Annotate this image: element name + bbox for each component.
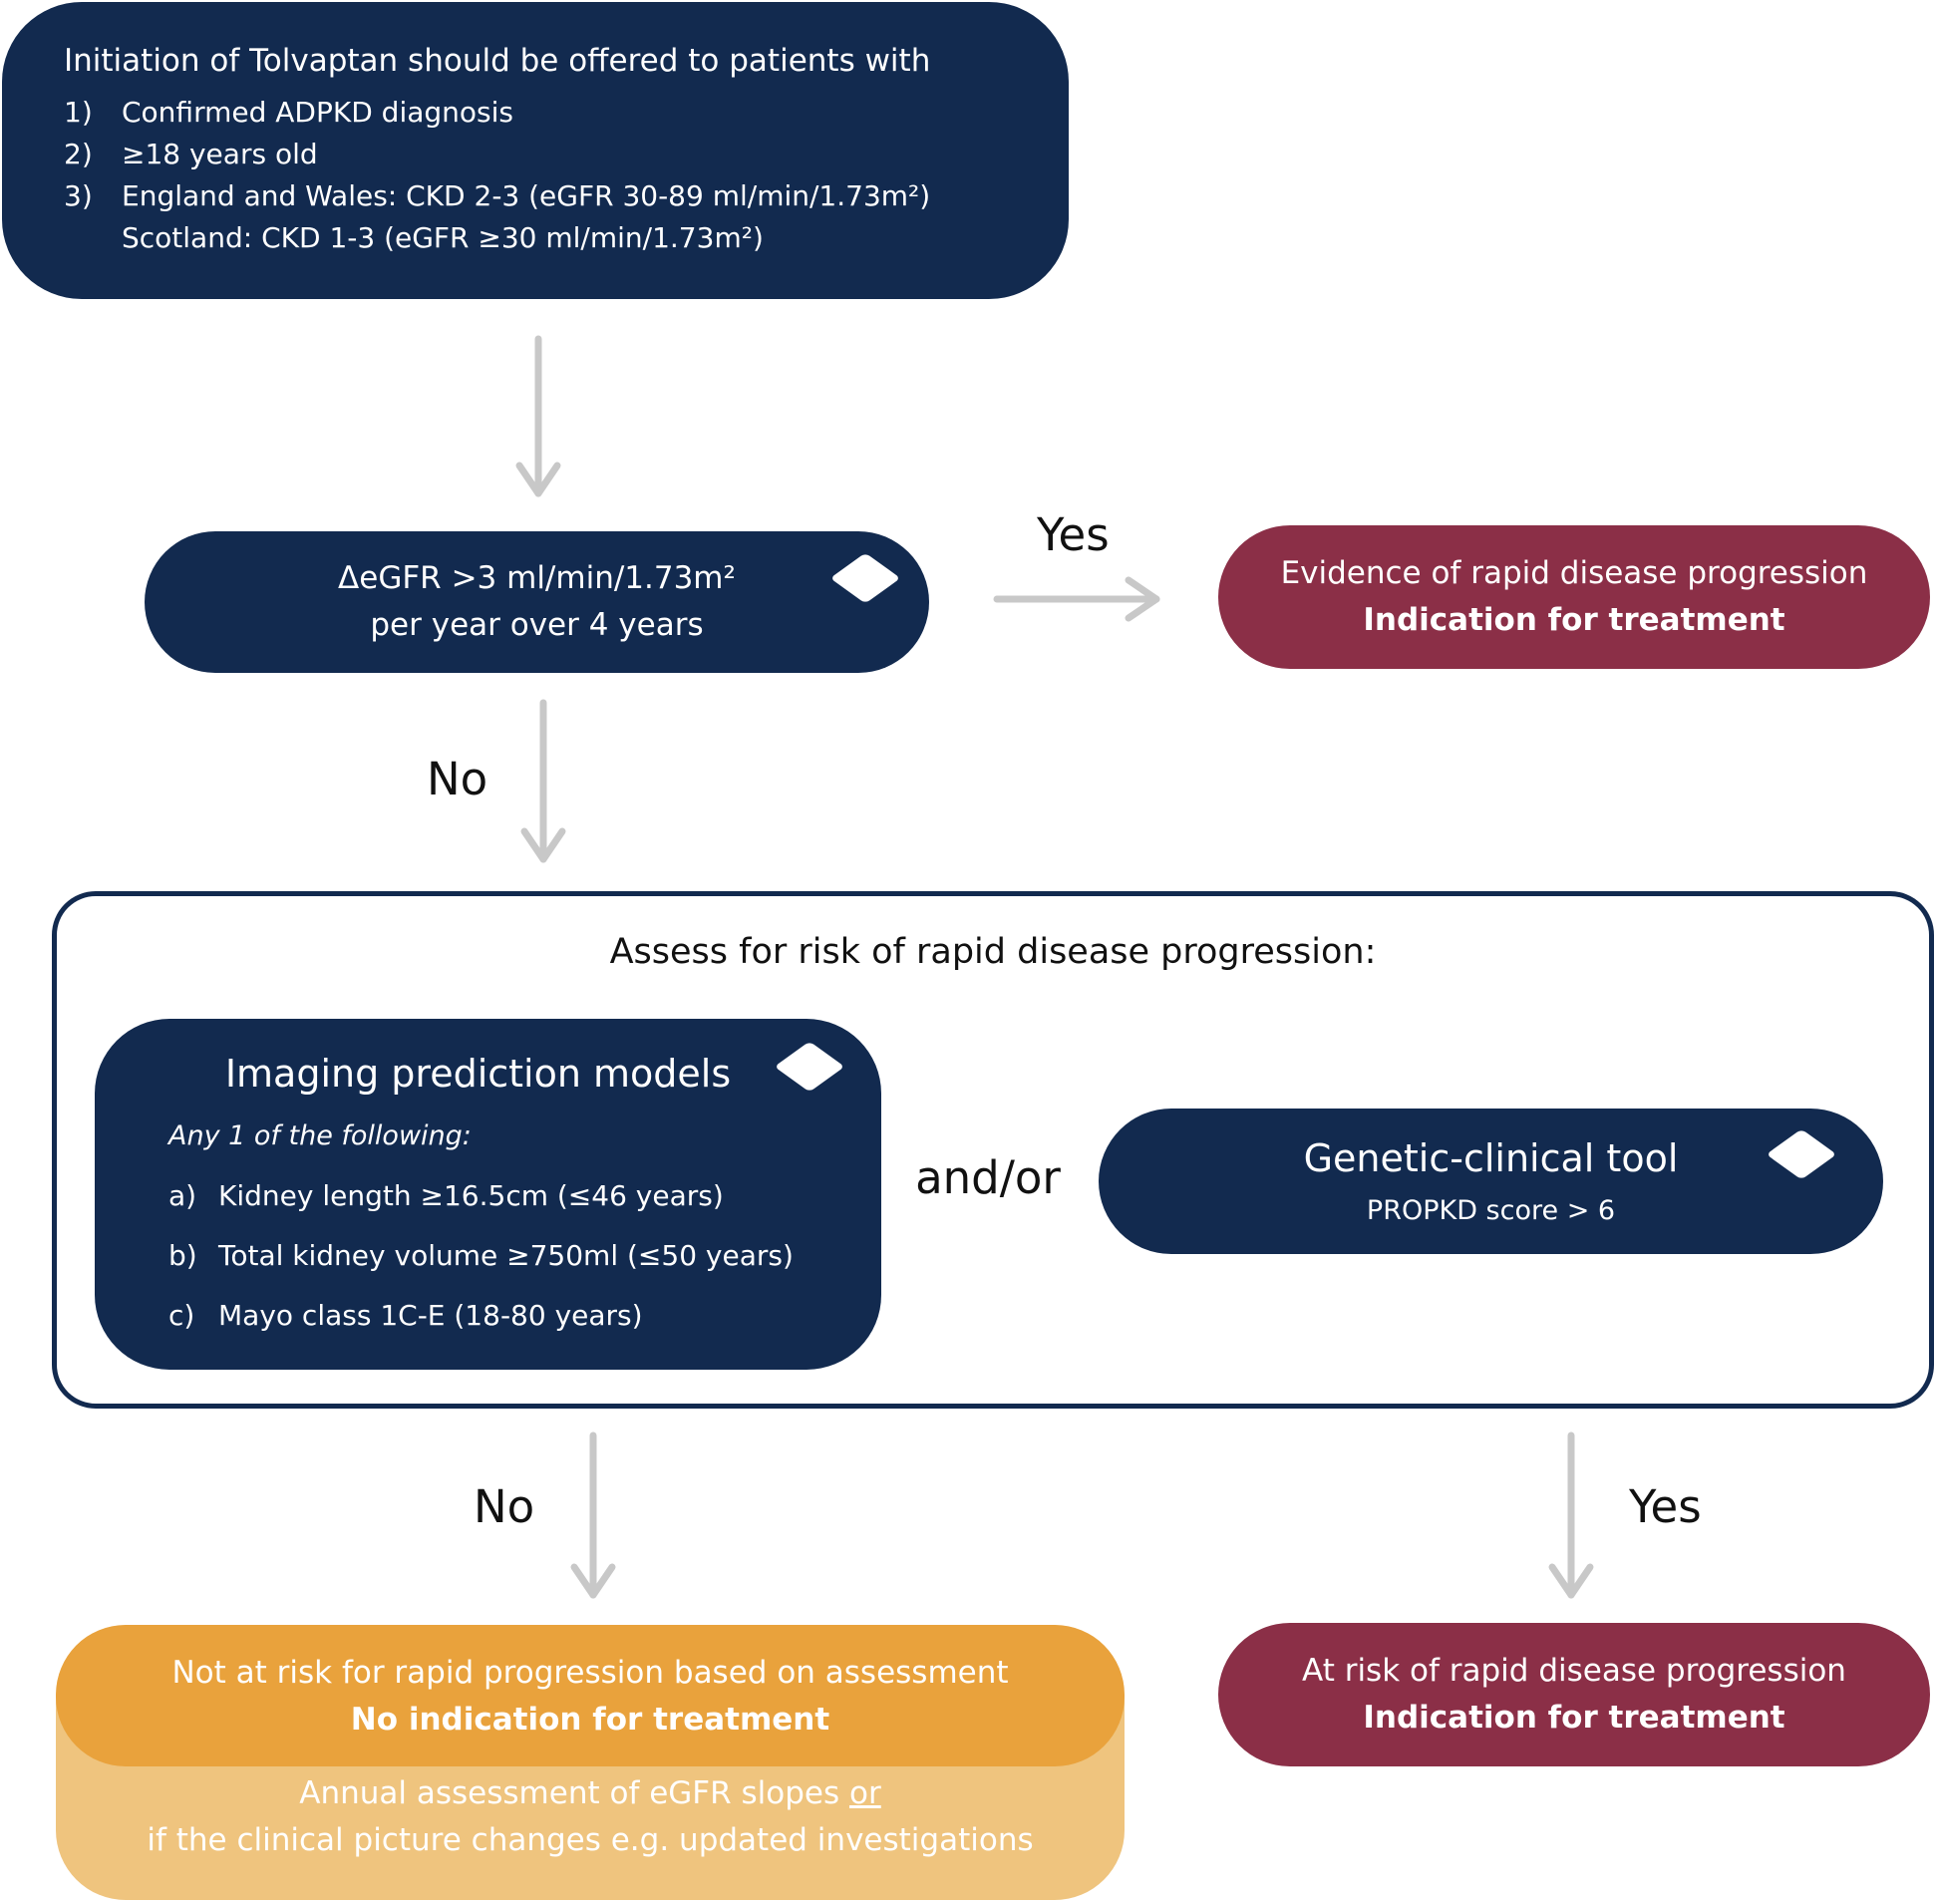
rapid-progression-evidence-box: Evidence of rapid disease progression In… — [1218, 525, 1930, 669]
criteria-item-text: ≥18 years old — [122, 138, 318, 170]
follow-up-line-2: if the clinical picture changes e.g. upd… — [147, 1822, 1034, 1858]
at-risk-box: At risk of rapid disease progression Ind… — [1218, 1623, 1930, 1766]
label-no-bottom: No — [474, 1480, 535, 1533]
rapid-evidence-line-1: Evidence of rapid disease progression — [1280, 555, 1868, 591]
criteria-item: 2) ≥18 years old — [64, 134, 1069, 175]
egfr-line-2: per year over 4 years — [370, 607, 704, 643]
follow-up-note: Annual assessment of eGFR slopes or if t… — [56, 1766, 1125, 1900]
arrow-egfr-no — [520, 699, 566, 863]
imaging-item: a) Kidney length ≥16.5cm (≤46 years) — [168, 1176, 881, 1216]
not-at-risk-box: Not at risk for rapid progression based … — [56, 1625, 1125, 1900]
imaging-item-letter: c) — [168, 1299, 195, 1332]
genetic-score: PROPKD score > 6 — [1366, 1195, 1616, 1226]
arrow-egfr-yes — [993, 576, 1160, 622]
risk-assessment-frame — [52, 891, 1934, 1409]
criteria-title: Initiation of Tolvaptan should be offere… — [64, 43, 931, 79]
and-or-label: and/or — [915, 1151, 1061, 1204]
imaging-item-text: Kidney length ≥16.5cm (≤46 years) — [218, 1179, 724, 1212]
label-yes-top: Yes — [1037, 508, 1110, 561]
egfr-decline-box: ΔeGFR >3 ml/min/1.73m² per year over 4 y… — [145, 531, 929, 673]
egfr-line-1: ΔeGFR >3 ml/min/1.73m² — [338, 560, 736, 596]
imaging-item: c) Mayo class 1C-E (18-80 years) — [168, 1296, 881, 1336]
criteria-item: 3) England and Wales: CKD 2-3 (eGFR 30-8… — [64, 175, 1069, 217]
label-no-mid: No — [427, 753, 488, 805]
imaging-title: Imaging prediction models — [224, 1052, 732, 1096]
criteria-item-number: 2) — [64, 138, 93, 170]
initiation-criteria-box: Initiation of Tolvaptan should be offere… — [2, 2, 1069, 299]
follow-up-or: or — [849, 1775, 881, 1811]
criteria-item-number: 3) — [64, 179, 93, 212]
not-at-risk-header: Not at risk for rapid progression based … — [56, 1625, 1125, 1766]
not-at-risk-line-1: Not at risk for rapid progression based … — [171, 1655, 1009, 1691]
arrow-assess-no — [570, 1431, 616, 1599]
imaging-models-box: Imaging prediction models Any 1 of the f… — [95, 1019, 881, 1370]
criteria-item: 1) Confirmed ADPKD diagnosis — [64, 92, 1069, 134]
imaging-intro: Any 1 of the following: — [168, 1120, 472, 1151]
arrow-assess-yes — [1548, 1431, 1594, 1599]
not-at-risk-line-2: No indication for treatment — [350, 1702, 830, 1738]
assessment-title: Assess for risk of rapid disease progres… — [609, 932, 1377, 972]
follow-up-text: Annual assessment of eGFR slopes — [299, 1775, 850, 1811]
rapid-evidence-line-2: Indication for treatment — [1363, 602, 1785, 638]
label-yes-bottom: Yes — [1629, 1480, 1702, 1533]
imaging-item: b) Total kidney volume ≥750ml (≤50 years… — [168, 1236, 881, 1276]
imaging-item-text: Mayo class 1C-E (18-80 years) — [218, 1299, 643, 1332]
criteria-item-number: 1) — [64, 96, 93, 129]
criteria-item-subtext: Scotland: CKD 1-3 (eGFR ≥30 ml/min/1.73m… — [122, 221, 764, 254]
imaging-item-letter: b) — [168, 1239, 197, 1272]
at-risk-line-1: At risk of rapid disease progression — [1302, 1653, 1846, 1689]
criteria-item-text: Confirmed ADPKD diagnosis — [122, 96, 513, 129]
arrow-criteria-to-egfr — [515, 335, 561, 497]
genetic-clinical-tool-box: Genetic-clinical tool PROPKD score > 6 — [1099, 1109, 1883, 1254]
imaging-item-letter: a) — [168, 1179, 197, 1212]
imaging-item-text: Total kidney volume ≥750ml (≤50 years) — [218, 1239, 794, 1272]
criteria-item-text: England and Wales: CKD 2-3 (eGFR 30-89 m… — [122, 179, 931, 212]
genetic-title: Genetic-clinical tool — [1303, 1136, 1679, 1180]
at-risk-line-2: Indication for treatment — [1363, 1700, 1785, 1736]
